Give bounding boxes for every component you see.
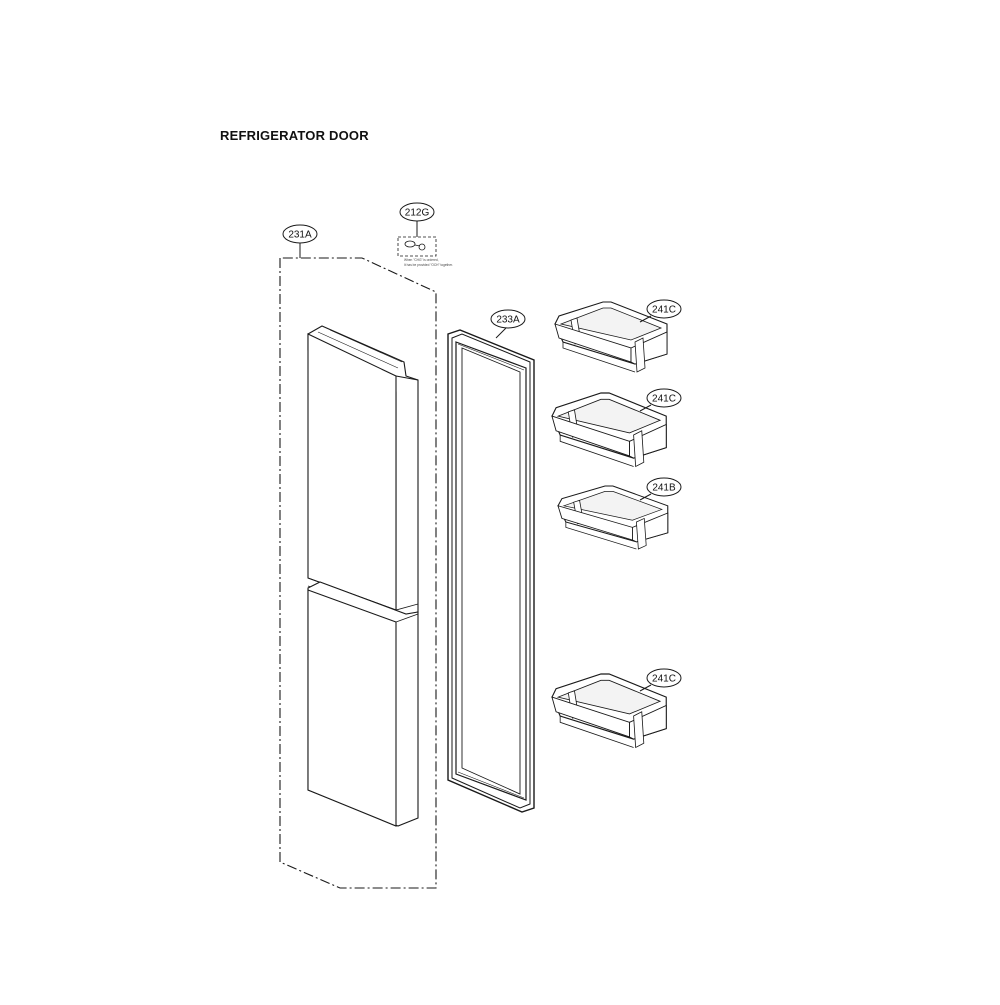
callout-241c-top: 241C — [646, 299, 682, 319]
door-assembly-bracket — [279, 257, 437, 889]
callout-231a-label: 231A — [288, 230, 312, 241]
callout-233a-label: 233A — [496, 315, 520, 326]
hinge-kit: When "CHG" is ordered, It has be provide… — [397, 236, 453, 267]
callout-241b-label: 241B — [652, 483, 676, 494]
callout-241c-bottom: 241C — [646, 668, 682, 688]
door-bin-4 — [551, 673, 667, 749]
callout-241c-bottom-label: 241C — [652, 674, 676, 685]
door-bin-2 — [551, 392, 667, 468]
callout-231a: 231A — [282, 224, 318, 244]
callout-241c-top-label: 241C — [652, 305, 676, 316]
door-bin-3 — [557, 485, 669, 550]
callout-241b: 241B — [646, 477, 682, 497]
callout-233a: 233A — [490, 309, 526, 329]
callout-241c-second: 241C — [646, 388, 682, 408]
door-gasket — [447, 329, 535, 813]
callout-212g: 212G — [399, 202, 435, 222]
leader-lines — [299, 221, 652, 692]
callout-241c-second-label: 241C — [652, 394, 676, 405]
hinge-note-line1: When "CHG" is ordered, — [404, 258, 439, 262]
callout-212g-label: 212G — [405, 208, 430, 219]
refrigerator-door — [307, 325, 419, 827]
diagram-title: REFRIGERATOR DOOR — [220, 128, 369, 143]
hinge-note-line2: It has be provided "OCH" together. — [404, 263, 453, 267]
